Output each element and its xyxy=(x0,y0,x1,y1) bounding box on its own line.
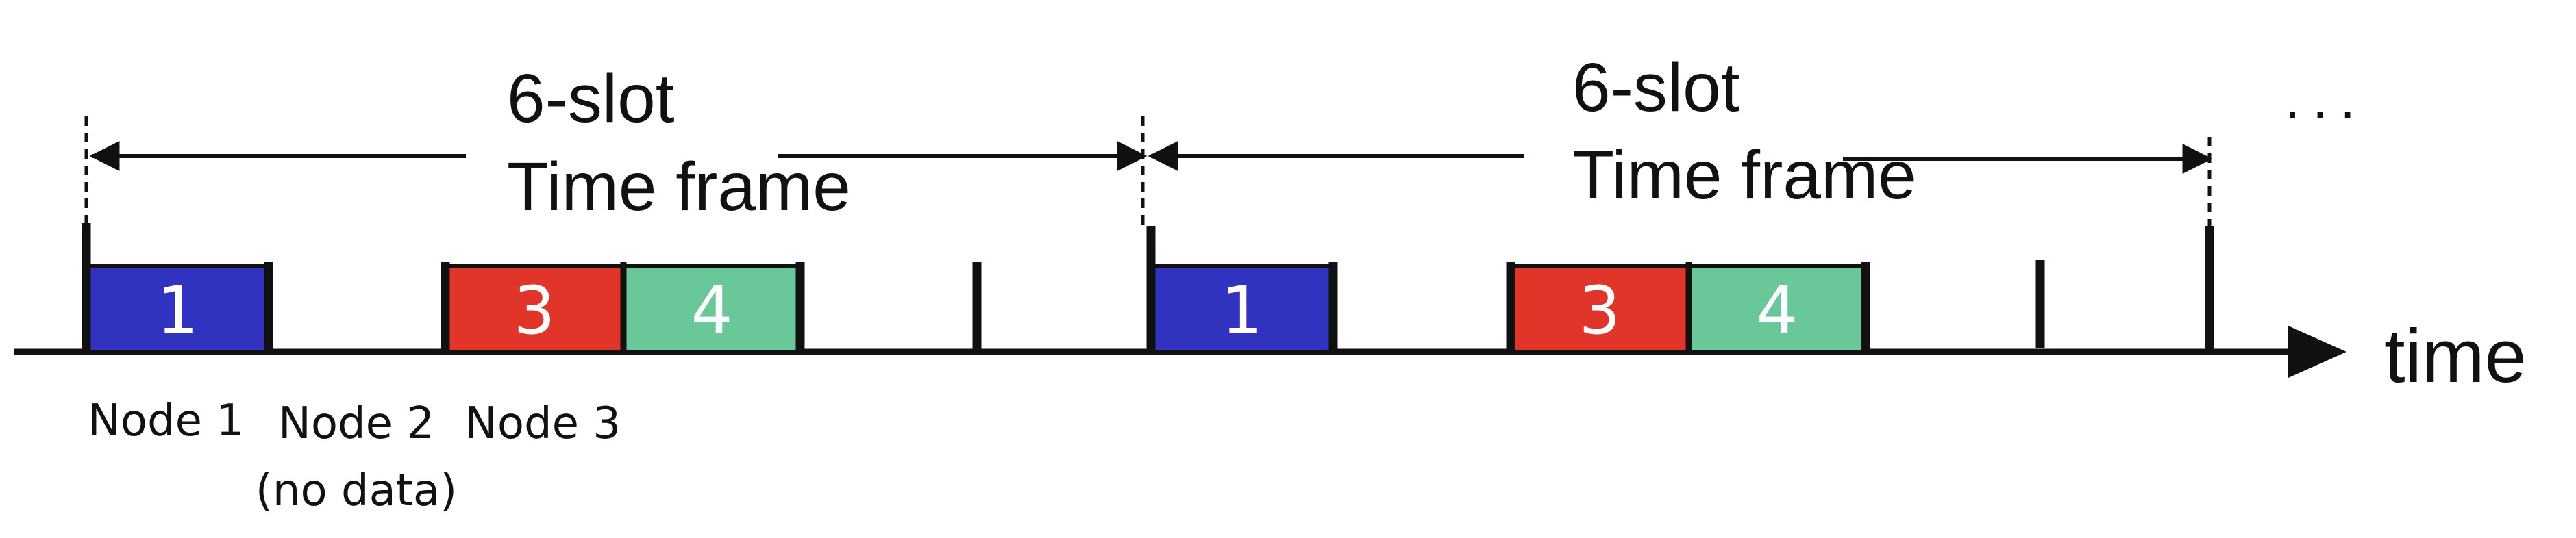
frame-2-slot-3-label: 3 xyxy=(1578,272,1620,349)
time-axis-label: time xyxy=(2384,314,2527,398)
frame-1-title-line1: 6-slot xyxy=(507,60,675,137)
frame-1-slot-1-block xyxy=(84,264,271,354)
frame-2-slot-1-block xyxy=(1149,264,1335,354)
node-3-label: Node 3 xyxy=(465,398,621,449)
frame-1-title-line2: Time frame xyxy=(507,149,851,225)
frame-1-slot-3-label: 3 xyxy=(513,272,555,349)
frame-2-title-line2: Time frame xyxy=(1572,137,1916,214)
continuation-dots: ... xyxy=(2285,68,2368,129)
frame-1-slot-4-label: 4 xyxy=(691,272,732,349)
frame-2-slot-1-label: 1 xyxy=(1221,272,1263,349)
time-axis-arrowhead xyxy=(2288,326,2346,378)
node-2-no-data-label: (no data) xyxy=(256,465,457,516)
frame-1-slot-1-label: 1 xyxy=(156,272,198,349)
frame-1-slot-4-block xyxy=(621,264,802,354)
node-2-label: Node 2 xyxy=(278,398,434,449)
node-1-label: Node 1 xyxy=(88,396,244,446)
frame-1-slot-3-block xyxy=(443,264,626,354)
frame-2-slot-3-block xyxy=(1509,264,1691,354)
frame-2-slot-4-label: 4 xyxy=(1756,272,1798,349)
frame-2-title-line1: 6-slot xyxy=(1572,49,1740,126)
